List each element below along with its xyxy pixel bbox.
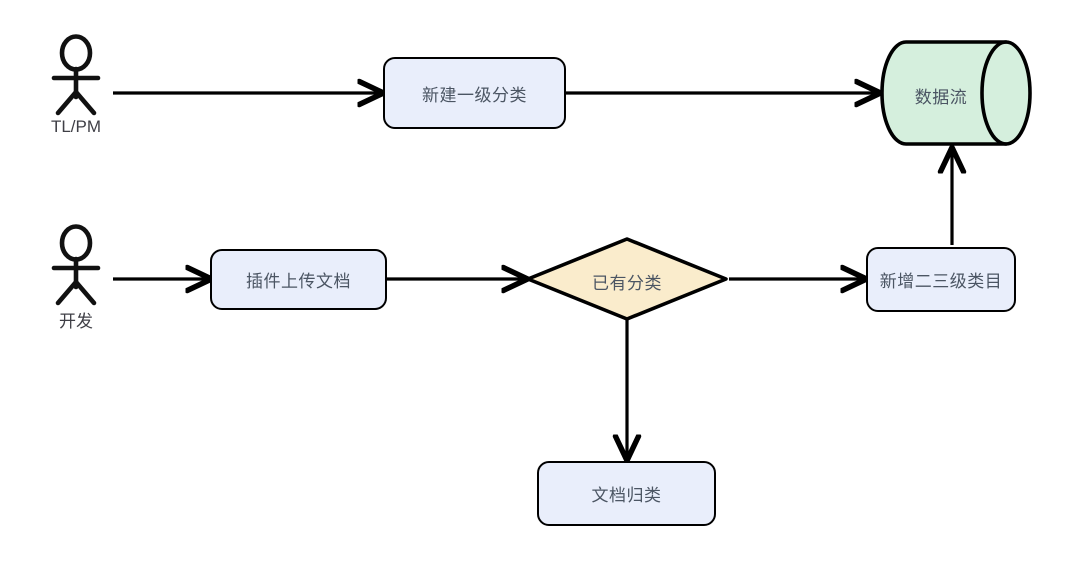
node-label-has-category: 已有分类 — [592, 274, 662, 293]
stick-figure-icon-dev — [51, 224, 101, 306]
node-label-data-stream: 数据流 — [914, 88, 968, 107]
node-add-sub-category[interactable]: 新增二三级类目 — [866, 247, 1016, 312]
actor-label-tlpm: TL/PM — [50, 117, 102, 136]
stick-figure-icon-tlpm — [51, 34, 101, 116]
node-label-doc-classify: 文档归类 — [591, 486, 662, 505]
node-label-new-top-category: 新建一级分类 — [422, 85, 527, 105]
actor-label-dev: 开发 — [59, 312, 93, 331]
node-doc-classify[interactable]: 文档归类 — [537, 461, 716, 526]
node-label-add-sub-category: 新增二三级类目 — [879, 272, 1003, 291]
node-new-top-category[interactable]: 新建一级分类 — [383, 57, 566, 129]
node-label-plugin-upload-doc: 插件上传文档 — [246, 272, 351, 291]
node-plugin-upload-doc[interactable]: 插件上传文档 — [210, 249, 387, 310]
